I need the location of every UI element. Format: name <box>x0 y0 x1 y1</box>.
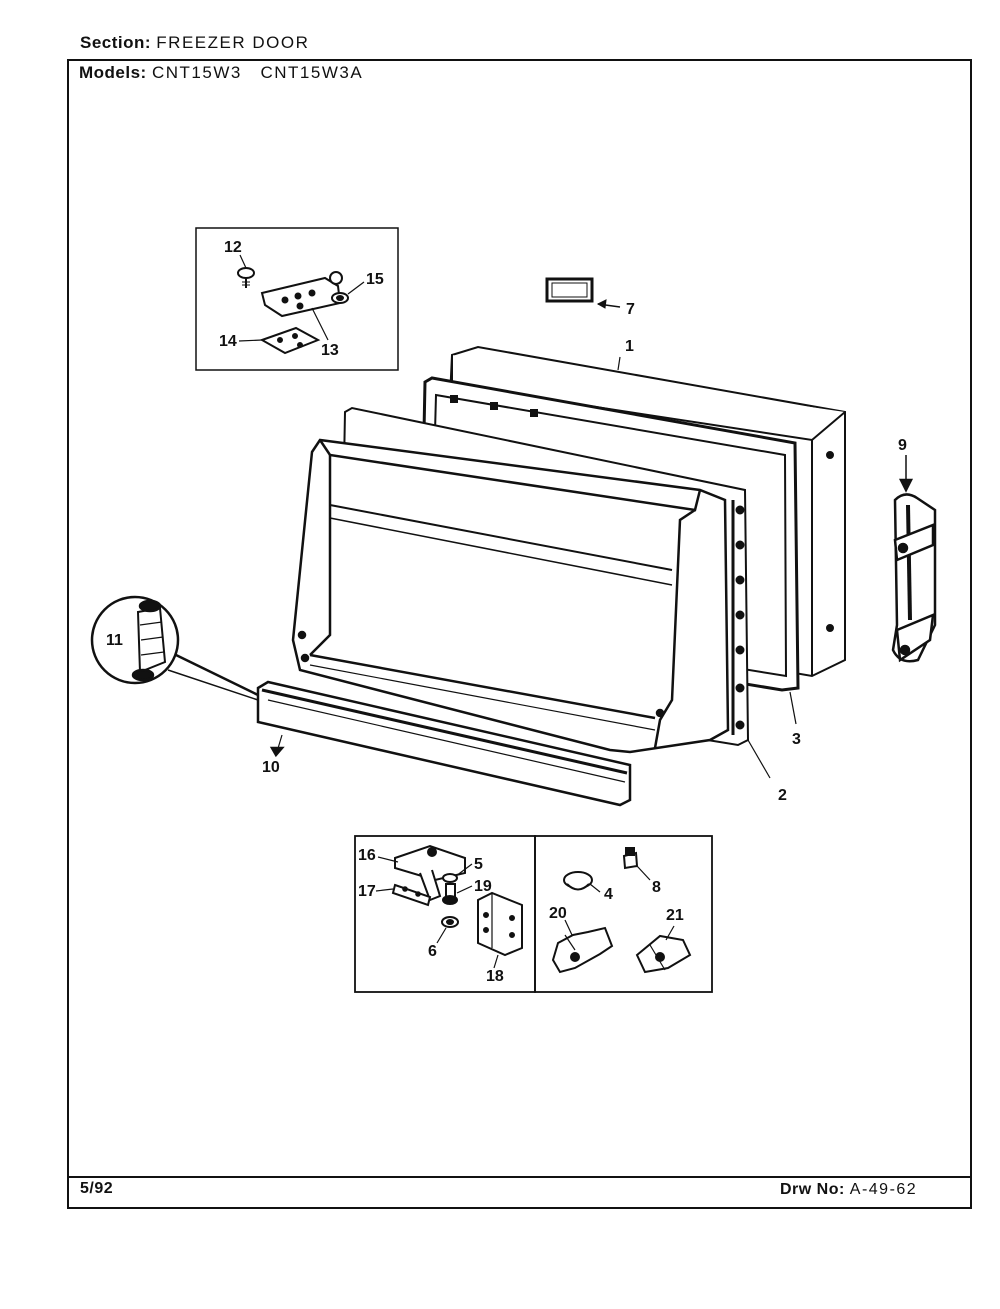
drawing-frame <box>67 59 972 1209</box>
callout-7: 7 <box>626 301 635 318</box>
washer-part-6 <box>441 916 459 928</box>
callout-12: 12 <box>224 239 242 256</box>
revision-date: 5/92 <box>80 1180 114 1197</box>
washer-part-15 <box>331 292 349 304</box>
hinge-plate-part-13 <box>260 271 343 318</box>
callout-9: 9 <box>898 437 907 454</box>
callout-11: 11 <box>106 632 123 649</box>
lower-hinge-inset <box>354 835 536 993</box>
callout-4: 4 <box>604 886 613 903</box>
callout-5: 5 <box>474 856 483 873</box>
models-value: CNT15W3 CNT15W3A <box>151 63 364 82</box>
models-label: Models: <box>79 63 147 82</box>
upper-hinge-inset <box>195 227 399 371</box>
clip-part-20 <box>551 926 614 974</box>
callout-3: 3 <box>792 731 801 748</box>
screw-part-12 <box>237 267 255 288</box>
models-heading: Models: CNT15W3 CNT15W3A <box>79 63 363 83</box>
callout-17: 17 <box>358 883 376 900</box>
door-liner-bin <box>291 438 730 754</box>
callout-19: 19 <box>474 878 492 895</box>
callout-6: 6 <box>428 943 437 960</box>
callout-8: 8 <box>652 879 661 896</box>
section-label: Section: <box>80 33 152 52</box>
plug-part-4 <box>563 871 593 891</box>
hinge-plate-part-18 <box>477 891 523 957</box>
door-handle-part-9 <box>891 455 937 663</box>
drawing-number-value: A-49-62 <box>849 1181 918 1198</box>
clip-part-21 <box>635 934 692 974</box>
drawing-label: Drw No: <box>780 1181 845 1198</box>
callout-16: 16 <box>358 847 376 864</box>
callout-2: 2 <box>778 787 787 804</box>
bottom-trim-part-10 <box>256 680 632 807</box>
callout-labels: 1 2 3 4 5 6 7 8 9 10 11 12 13 14 15 16 1… <box>106 239 907 985</box>
section-value: FREEZER DOOR <box>156 33 310 52</box>
hinge-bracket-part-16 <box>394 844 466 902</box>
shim-part-14 <box>259 326 321 355</box>
label-plate-part-7 <box>545 277 621 309</box>
trim-clip-inset <box>534 835 713 993</box>
end-cap-detail-part-11 <box>90 595 259 701</box>
callout-20: 20 <box>549 905 567 922</box>
callout-15: 15 <box>366 271 384 288</box>
screw-part-8 <box>622 847 639 870</box>
pin-part-19 <box>442 883 458 905</box>
callout-18: 18 <box>486 968 504 985</box>
callout-14: 14 <box>219 333 237 350</box>
washer-part-5 <box>442 873 458 883</box>
callout-13: 13 <box>321 342 339 359</box>
drawing-number: Drw No: A-49-62 <box>780 1181 917 1199</box>
shim-part-17 <box>391 883 432 907</box>
callout-10: 10 <box>262 759 280 776</box>
callout-1: 1 <box>625 338 634 355</box>
section-heading: Section: FREEZER DOOR <box>80 33 309 53</box>
callout-21: 21 <box>666 907 684 924</box>
